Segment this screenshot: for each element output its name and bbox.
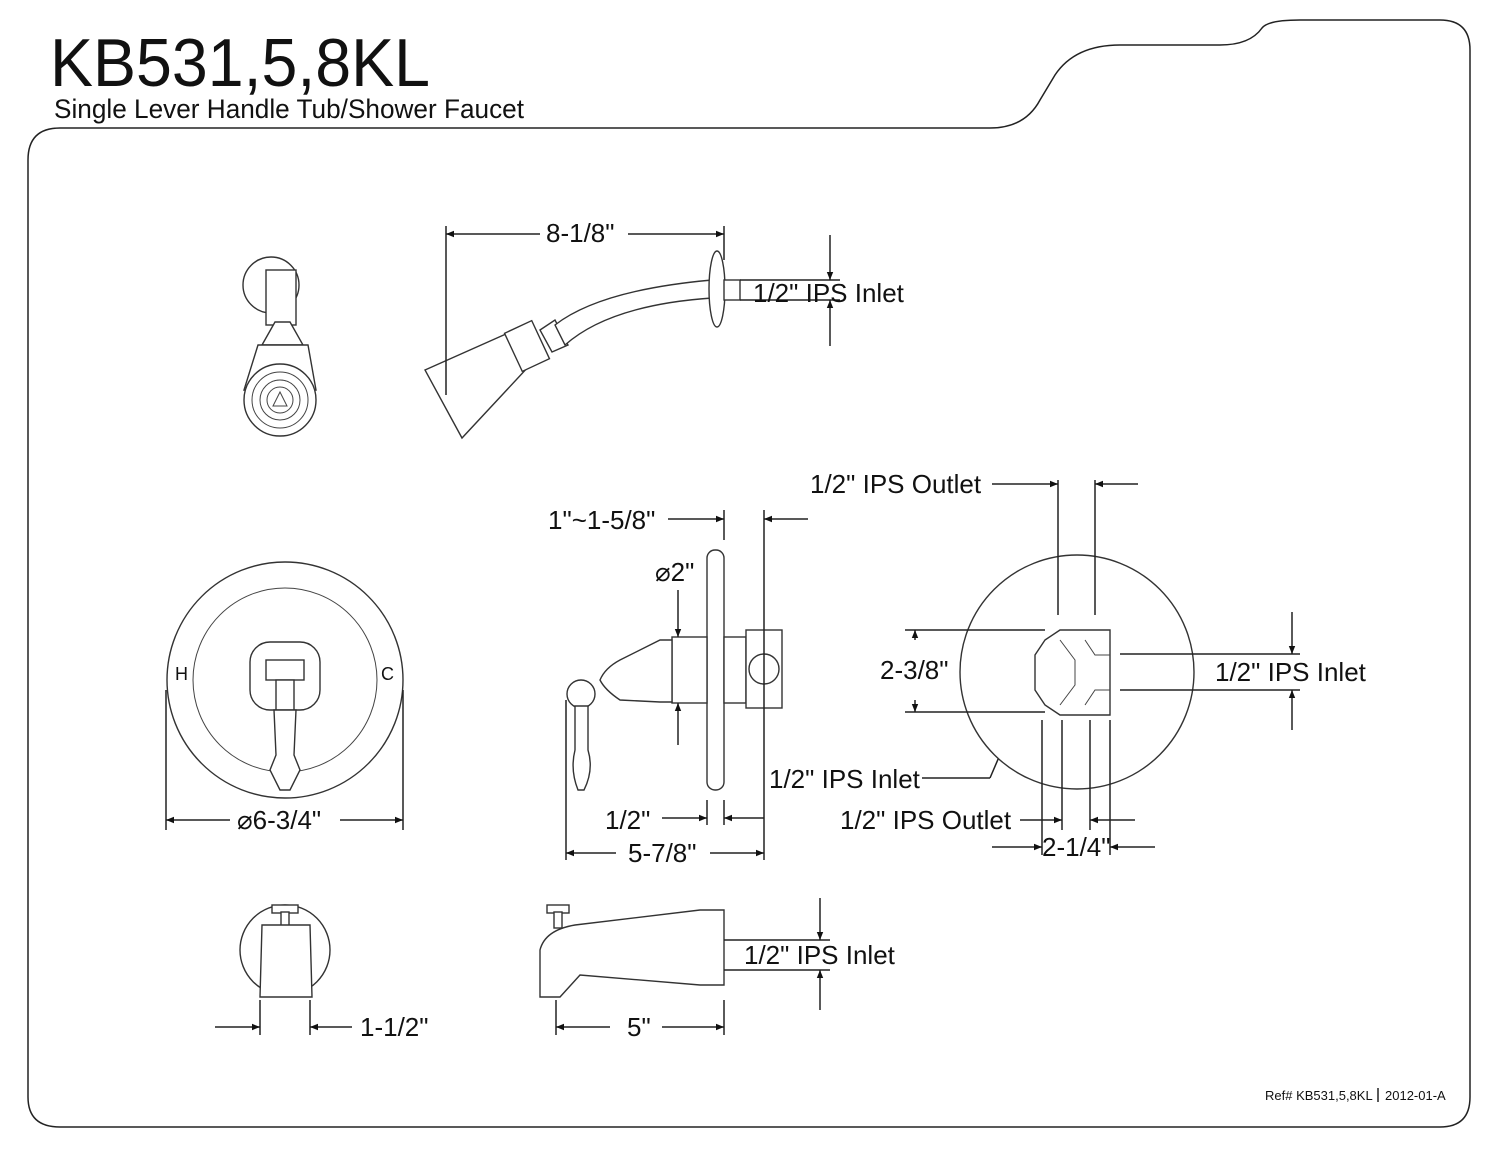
wall-depth-range: 1"~1-5/8" <box>548 505 655 535</box>
tub-spout-front-view <box>215 904 352 1035</box>
spout-width: 1-1/2" <box>360 1012 429 1042</box>
bonnet-diameter: ⌀2" <box>655 557 694 587</box>
trim-diameter: ⌀6-3/4" <box>237 805 321 835</box>
spout-inlet-label: 1/2" IPS Inlet <box>744 940 896 970</box>
outlet-bottom-label: 1/2" IPS Outlet <box>840 805 1012 835</box>
page-frame <box>27 19 1471 1128</box>
body-height: 2-3/8" <box>880 655 949 685</box>
valve-body-back-view <box>905 480 1300 855</box>
spout-length: 5" <box>627 1012 651 1042</box>
plate-offset: 1/2" <box>605 805 650 835</box>
showerhead-side-view <box>424 226 840 440</box>
model-title: KB531,5,8KL <box>50 25 430 101</box>
body-width: 2-1/4" <box>1042 832 1111 862</box>
cold-marker: C <box>381 664 394 684</box>
revision-code: 2012-01-A <box>1385 1088 1446 1103</box>
tub-spout-side-view <box>539 898 830 1035</box>
showerhead-front-view <box>242 256 317 437</box>
valve-side-view <box>565 510 808 860</box>
outlet-top-label: 1/2" IPS Outlet <box>810 469 982 499</box>
shower-arm-length: 8-1/8" <box>546 218 615 248</box>
product-subtitle: Single Lever Handle Tub/Shower Faucet <box>54 94 524 124</box>
reference-number: Ref# KB531,5,8KL <box>1265 1088 1373 1103</box>
side-inlet-label: 1/2" IPS Inlet <box>769 764 921 794</box>
valve-trim-front-view <box>165 561 404 830</box>
overall-depth: 5-7/8" <box>628 838 697 868</box>
inlet-right-label: 1/2" IPS Inlet <box>1215 657 1367 687</box>
shower-inlet-label: 1/2" IPS Inlet <box>753 278 905 308</box>
hot-marker: H <box>175 664 188 684</box>
